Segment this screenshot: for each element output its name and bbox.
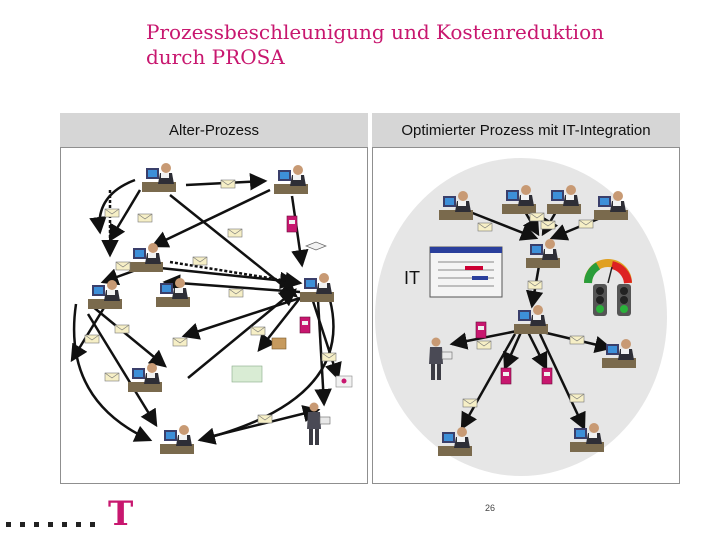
traffic-light-icon <box>593 284 607 316</box>
envelope-icon <box>251 327 265 335</box>
worker-icon <box>88 280 122 309</box>
envelope-icon <box>478 223 492 231</box>
envelope-icon <box>570 394 584 402</box>
envelope-icon <box>105 373 119 381</box>
envelope-icon <box>221 180 235 188</box>
map-icon <box>232 366 262 382</box>
id-card-icon <box>336 376 352 387</box>
box-icon <box>272 338 286 349</box>
brand-dot <box>90 522 95 527</box>
envelope-icon <box>541 221 555 229</box>
brand-dot <box>20 522 25 527</box>
envelope-icon <box>322 353 336 361</box>
worker-icon <box>160 425 194 454</box>
envelope-icon <box>530 213 544 221</box>
envelope-icon <box>229 289 243 297</box>
binder-icon <box>542 368 552 384</box>
it-label: IT <box>404 268 420 289</box>
worker-icon <box>274 165 308 194</box>
brand-dot <box>62 522 67 527</box>
brand-dot <box>34 522 39 527</box>
brand-dot <box>76 522 81 527</box>
envelope-icon <box>105 209 119 217</box>
envelope-icon <box>115 325 129 333</box>
software-window-icon <box>430 247 502 297</box>
binder-icon <box>501 368 511 384</box>
envelope-icon <box>173 338 187 346</box>
binder-icon <box>300 317 310 333</box>
page-number: 26 <box>470 503 510 513</box>
open-book-icon <box>306 242 326 250</box>
envelope-icon <box>193 257 207 265</box>
worker-icon <box>129 243 163 272</box>
worker-icon <box>300 273 334 302</box>
envelope-icon <box>85 335 99 343</box>
traffic-light-icon <box>617 284 631 316</box>
brand-dot <box>48 522 53 527</box>
envelope-icon <box>477 341 491 349</box>
left-flow-arrows <box>72 181 338 438</box>
envelope-icon <box>463 399 477 407</box>
envelope-icon <box>138 214 152 222</box>
envelope-icon <box>528 281 542 289</box>
telekom-logo: T <box>108 497 133 531</box>
worker-icon <box>128 363 162 392</box>
standing-person-icon <box>307 403 330 446</box>
envelope-icon <box>228 229 242 237</box>
brand-dot <box>6 522 11 527</box>
binder-icon <box>287 216 297 232</box>
envelope-icon <box>570 336 584 344</box>
worker-icon <box>142 163 176 192</box>
envelope-icon <box>116 262 130 270</box>
brand-dots <box>6 516 104 534</box>
envelope-icon <box>258 415 272 423</box>
envelope-icon <box>579 220 593 228</box>
binder-icon <box>476 322 486 338</box>
